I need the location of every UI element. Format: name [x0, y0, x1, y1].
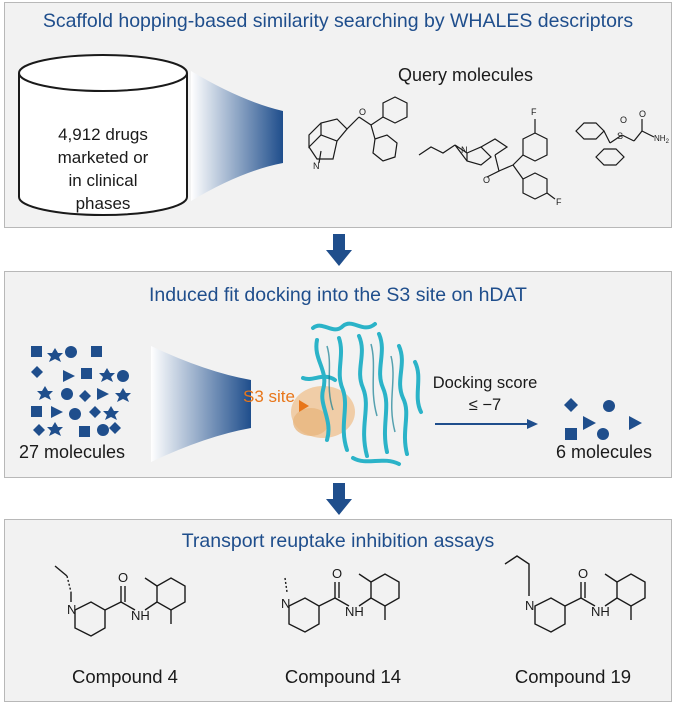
query-molecules-label: Query molecules: [398, 65, 534, 85]
compound-14-structure: N O NH: [281, 566, 400, 633]
panel-title: Transport reuptake inhibition assays: [181, 530, 495, 552]
query-molecule-1: N O: [308, 96, 408, 171]
compound-19-label: Compound 19: [514, 666, 632, 687]
database-label: 4,912 drugs marketed or in clinical phas…: [23, 123, 183, 215]
atom-nh: NH: [654, 134, 666, 143]
docking-score-label: Docking score ≤ −7: [429, 372, 541, 416]
query-molecule-3: S O O NH2: [575, 109, 670, 166]
site-label: S3 site: [243, 387, 295, 406]
atom-o: O: [578, 566, 588, 581]
atom-n: N: [67, 602, 76, 617]
atom-o: O: [359, 107, 366, 117]
atom-n: N: [461, 145, 468, 155]
query-molecule-2: N O F F: [418, 107, 562, 207]
atom-o: O: [483, 175, 490, 185]
database-cylinder-icon: [18, 54, 188, 216]
database-line: 4,912 drugs: [58, 125, 148, 144]
panel-similarity-search: Scaffold hopping-based similarity search…: [4, 2, 672, 228]
atom-n: N: [313, 161, 320, 171]
output-count-label: 6 molecules: [556, 442, 653, 462]
database-line: phases: [75, 194, 131, 213]
atom-f: F: [531, 107, 537, 117]
compound-4-structure: N O NH: [54, 565, 186, 637]
atom-o: O: [332, 566, 342, 581]
panel-title: Induced fit docking into the S3 site on …: [149, 284, 527, 306]
docking-score-line: ≤ −7: [468, 396, 502, 414]
docking-score-line: Docking score: [432, 374, 538, 392]
database-line: marketed or: [57, 148, 149, 167]
atom-subscript: 2: [666, 139, 670, 145]
database-line: in clinical: [68, 171, 138, 190]
panel-title: Scaffold hopping-based similarity search…: [42, 10, 634, 32]
funnel-shape: [191, 71, 283, 201]
atom-o: O: [620, 115, 627, 125]
right-arrow-icon: [435, 419, 538, 429]
atom-o: O: [118, 570, 128, 585]
atom-nh2: NH2: [654, 134, 670, 145]
atom-o: O: [639, 109, 646, 119]
atom-f: F: [556, 197, 562, 207]
down-arrow-1-icon: [326, 234, 352, 266]
atom-nh: NH: [345, 604, 364, 619]
panel-docking: Induced fit docking into the S3 site on …: [4, 271, 672, 478]
input-count-label: 27 molecules: [19, 442, 126, 462]
down-arrow-2-icon: [326, 483, 352, 515]
compound-14-label: Compound 14: [284, 666, 402, 687]
compound-19-structure: N O NH: [504, 555, 646, 633]
panel-assays: Transport reuptake inhibition assays N O…: [4, 519, 672, 702]
molecule-cluster-6: [564, 398, 642, 440]
protein-structure-image: [291, 321, 423, 466]
molecule-cluster-27: [31, 346, 131, 437]
atom-nh: NH: [591, 604, 610, 619]
atom-nh: NH: [131, 608, 150, 623]
atom-s: S: [617, 131, 623, 141]
funnel-shape: [151, 346, 251, 462]
site-label-text: S3 site: [243, 387, 295, 406]
atom-n: N: [281, 596, 290, 611]
atom-n: N: [525, 598, 534, 613]
compound-4-label: Compound 4: [72, 666, 178, 687]
